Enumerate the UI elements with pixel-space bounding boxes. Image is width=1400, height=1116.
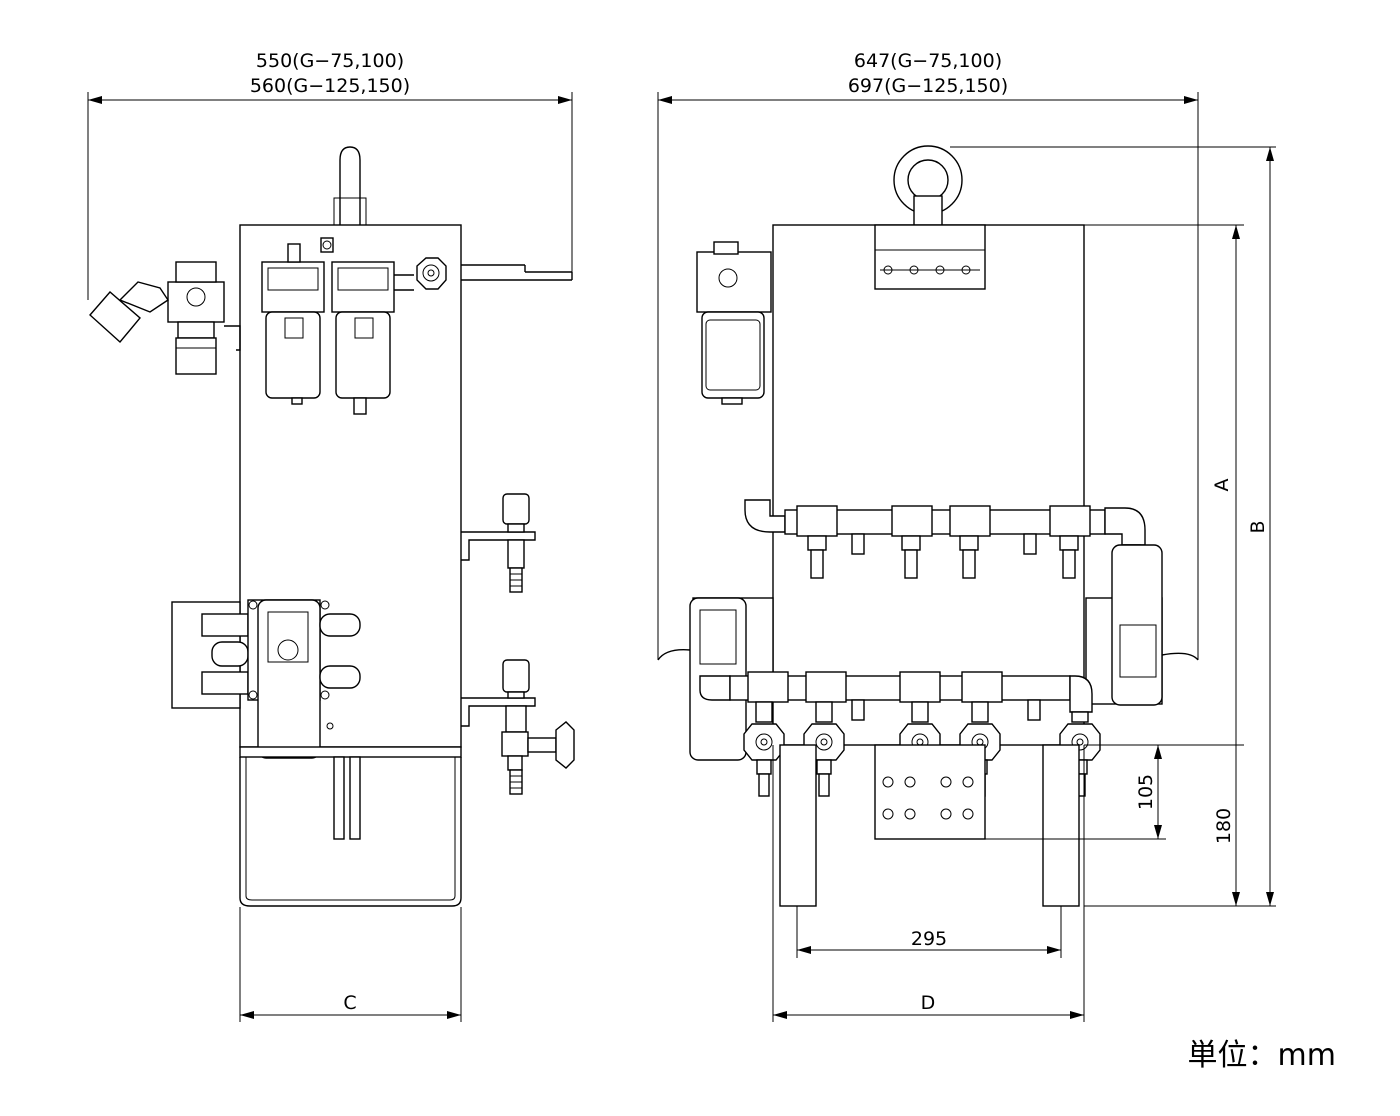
upper-manifold <box>744 499 1146 579</box>
side-view-width-dimension: 550(G−75,100) 560(G−125,150) <box>87 50 573 300</box>
side-width-label-2: 560(G−125,150) <box>250 75 410 97</box>
top-valve-handle <box>394 257 447 291</box>
side-pipe <box>461 264 573 281</box>
front-base <box>779 744 1080 907</box>
dimension-180: 180 <box>1213 808 1235 844</box>
dimension-105: 105 <box>985 744 1244 840</box>
front-side-box <box>1085 544 1199 706</box>
side-fittings-lower <box>461 659 575 795</box>
front-view: 647(G−75,100) 697(G−125,150) <box>657 50 1276 1022</box>
side-base-frame <box>239 746 462 907</box>
side-fittings-upper <box>461 493 536 593</box>
dimension-D: D <box>772 745 1085 1022</box>
front-regulator <box>696 241 772 405</box>
dimension-180-label: 180 <box>1213 808 1235 844</box>
bracket-holes <box>880 265 980 275</box>
side-view: 550(G−75,100) 560(G−125,150) <box>87 50 575 1022</box>
dimension-C-label: C <box>343 992 356 1014</box>
lifting-eye <box>893 145 963 227</box>
dimension-295: 295 <box>796 906 1062 958</box>
unit-label: 単位：mm <box>1187 1038 1336 1073</box>
dimension-B-label: B <box>1247 520 1269 533</box>
lifting-hook <box>339 146 361 225</box>
control-box <box>171 599 361 759</box>
lower-manifold <box>699 671 1093 721</box>
dimension-A-label: A <box>1211 479 1233 492</box>
front-width-label-1: 647(G−75,100) <box>854 50 1002 72</box>
dimension-A-B: A B <box>950 146 1276 907</box>
side-width-label-1: 550(G−75,100) <box>256 50 404 72</box>
front-cabinet-body <box>772 224 1085 746</box>
dimension-C: C <box>239 907 462 1022</box>
front-view-width-dimension: 647(G−75,100) 697(G−125,150) <box>657 50 1199 660</box>
filter-regulator-units <box>261 237 395 415</box>
top-bracket <box>874 224 986 290</box>
dimension-105-label: 105 <box>1135 774 1157 810</box>
front-width-label-2: 697(G−125,150) <box>848 75 1008 97</box>
dimension-295-label: 295 <box>911 928 947 950</box>
left-regulator <box>89 261 241 375</box>
dimension-D-label: D <box>921 992 936 1014</box>
